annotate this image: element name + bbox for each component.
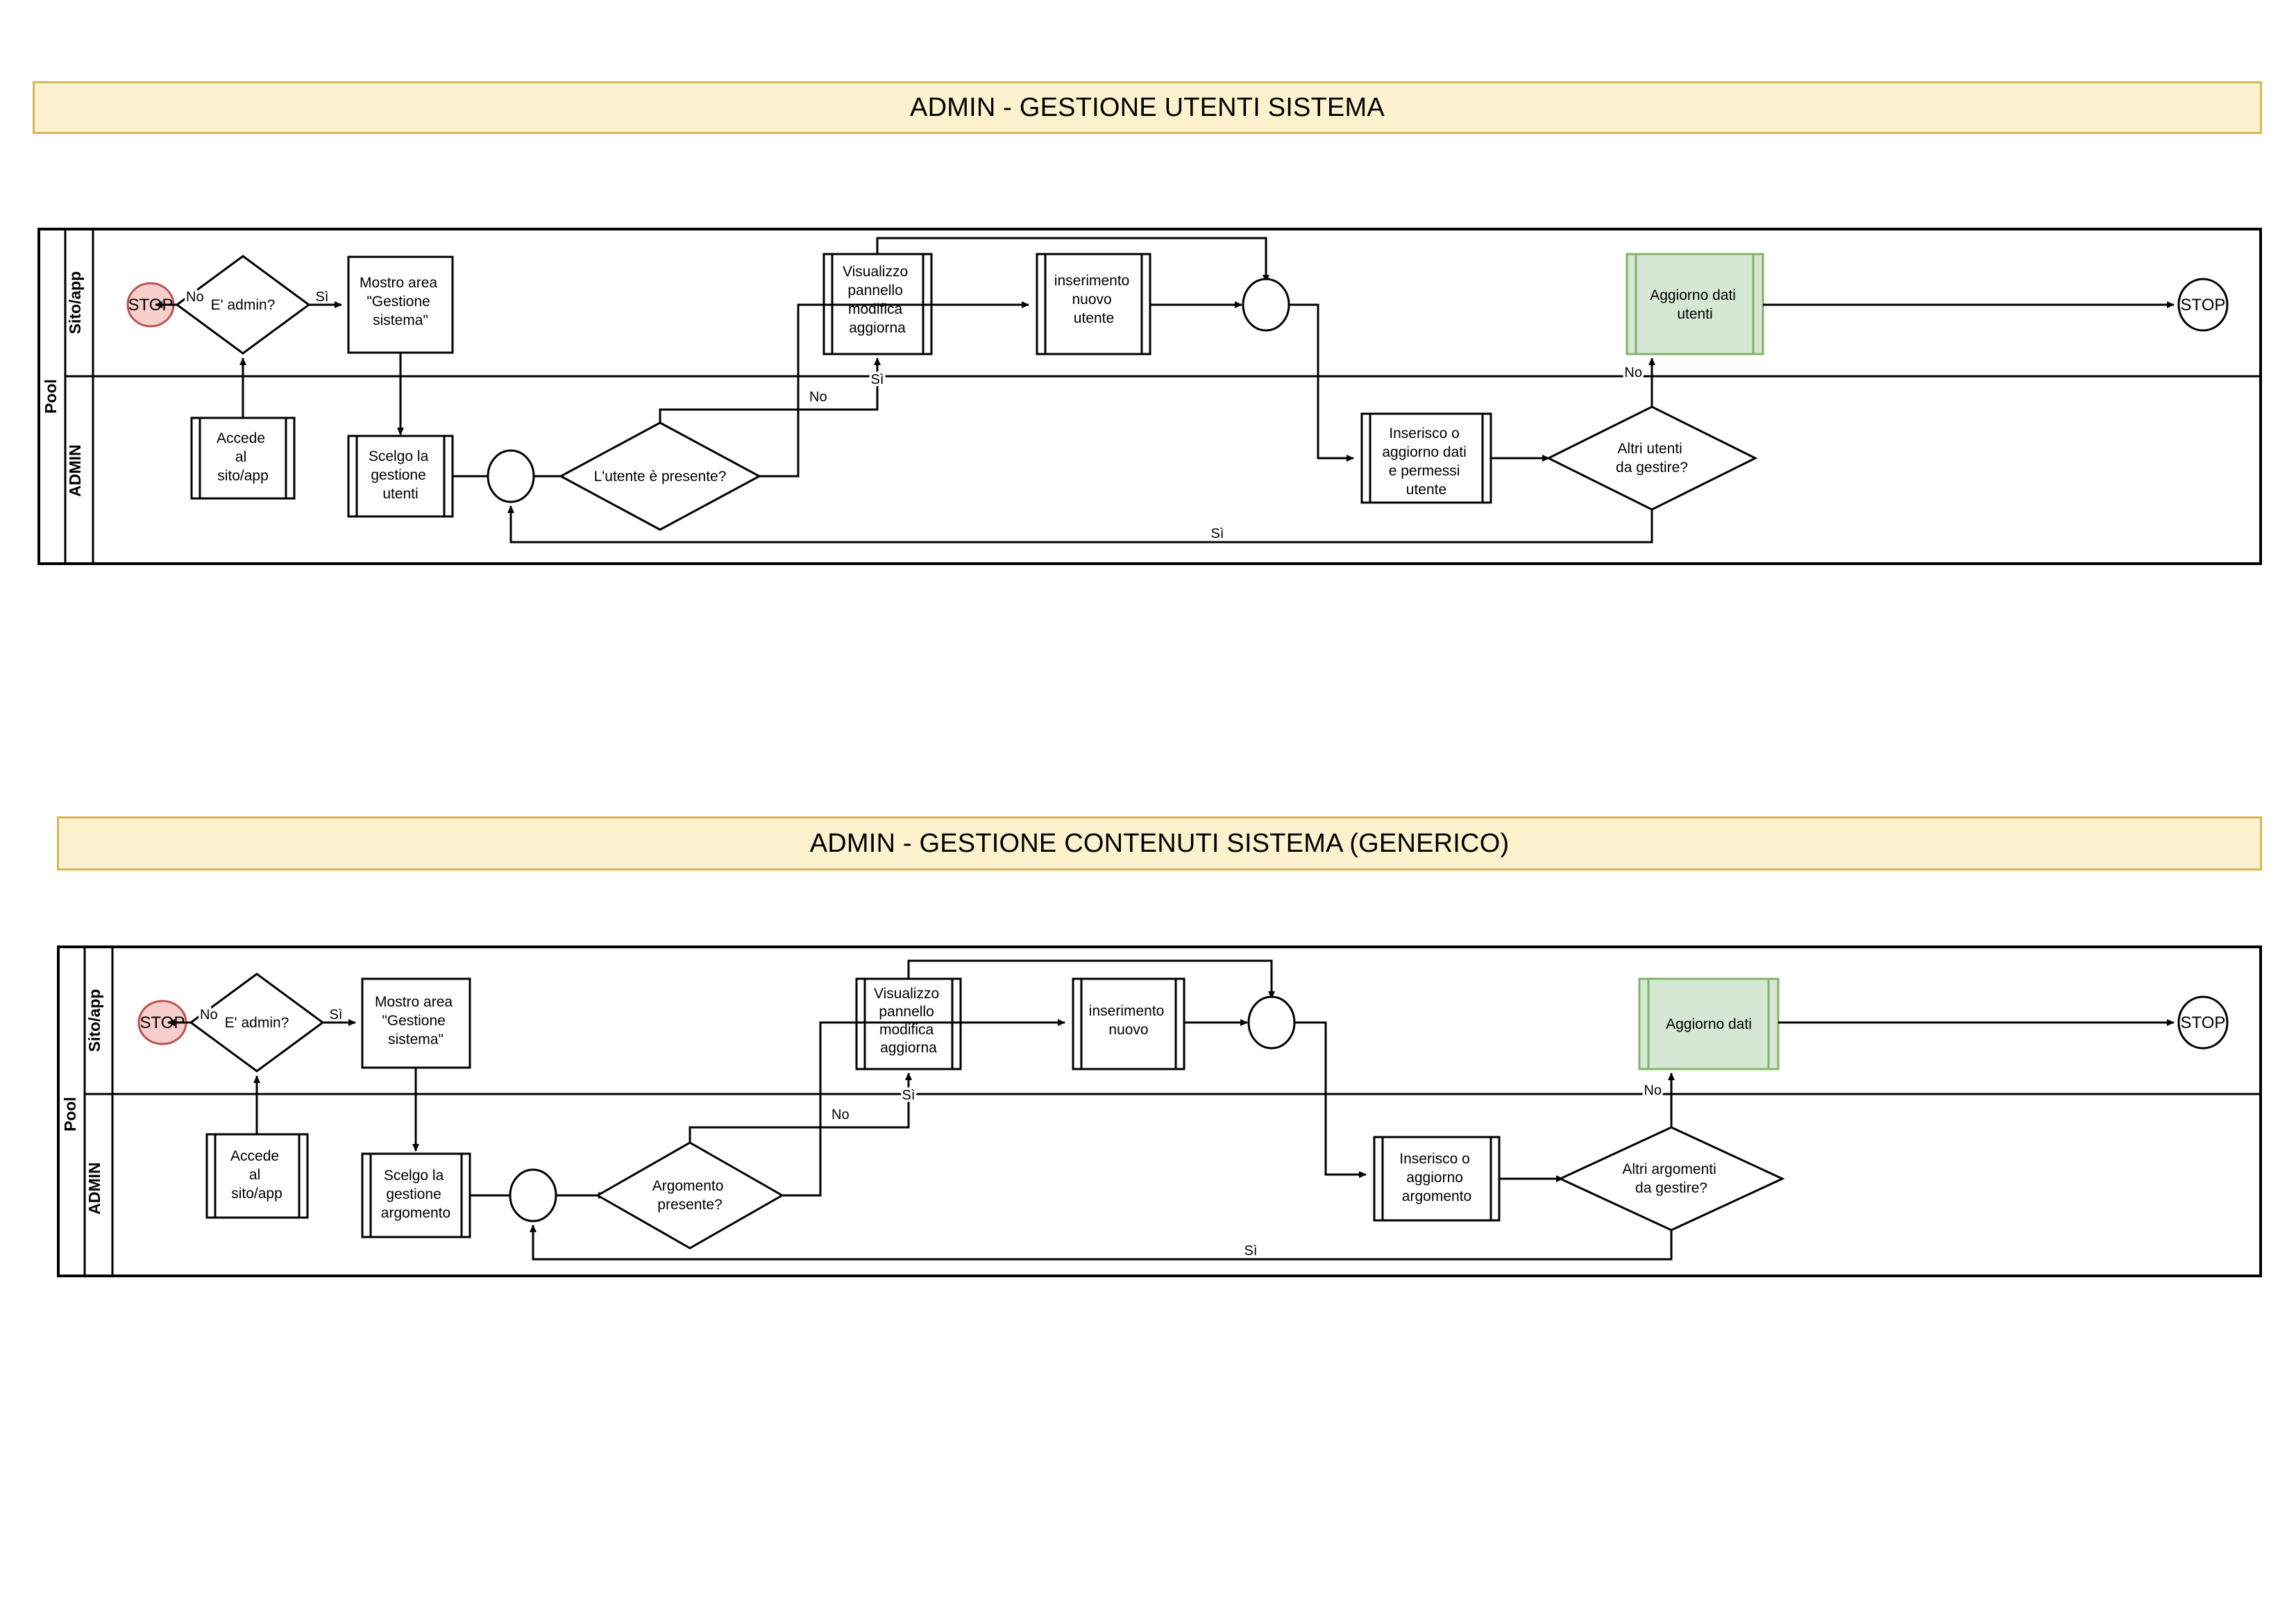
diagram-2-title-bar: ADMIN - GESTIONE CONTENUTI SISTEMA (GENE… [57, 816, 2262, 871]
pool-label-1: Pool [42, 379, 60, 414]
decision-is-admin-label-1: E' admin? [211, 297, 276, 313]
decision-is-admin-label-2: E' admin? [225, 1015, 289, 1031]
merge-circle-bottom-1 [487, 449, 535, 503]
edge-label-altri-no-1: No [1624, 365, 1642, 380]
merge-circle-bottom-2 [509, 1168, 557, 1222]
process-scelgo-label-2: Scelgo la gestione argomento [381, 1168, 450, 1221]
process-inserisco-2 [1373, 1136, 1501, 1222]
diagram-2-swimlane: Pool Sito/app ADMIN STOP E' admin? No Sì… [57, 945, 2262, 1277]
merge-circle-top-2 [1247, 995, 1296, 1050]
data-store-aggiorno-label-2: Aggiorno dati [1666, 1016, 1752, 1032]
process-scelgo-label-1: Scelgo la gestione utenti [369, 448, 432, 502]
lane-label-sito-app-1: Sito/app [66, 271, 84, 335]
diagram-1-title-bar: ADMIN - GESTIONE UTENTI SISTEMA [33, 81, 2262, 134]
pool-label-2: Pool [61, 1097, 79, 1132]
process-show-area-1 [347, 255, 454, 354]
process-inserisco-label-1: Inserisco o aggiorno dati e permessi ute… [1382, 426, 1470, 498]
process-visualizzo-label-2: Visualizzo pannello modifica aggiorna [874, 986, 943, 1056]
data-store-aggiorno-2 [1638, 977, 1780, 1070]
process-inserimento-label-1: inserimento nuovo utente [1054, 273, 1133, 326]
page-title-1: ADMIN - GESTIONE UTENTI SISTEMA [910, 92, 1385, 122]
edge-label-presente-si-1: Sì [871, 372, 884, 387]
process-scelgo-2 [361, 1152, 471, 1238]
decision-is-admin-2 [189, 973, 325, 1073]
process-inserisco-label-2: Inserisco o aggiorno argomento [1399, 1151, 1474, 1204]
edge-label-presente-si-2: Sì [902, 1088, 915, 1103]
process-accede-label-2: Accede al sito/app [230, 1148, 283, 1202]
lane-label-admin-1: ADMIN [66, 444, 84, 496]
process-scelgo-1 [347, 435, 454, 518]
diagram-1-swimlane: Pool Sito/app ADMIN STOP E' admin? No Sì… [37, 228, 2262, 565]
end-stop-label-2: STOP [2181, 1014, 2226, 1032]
decision-argomento-presente-2 [595, 1141, 785, 1250]
data-store-aggiorno-1 [1626, 253, 1764, 355]
decision-altri-argomenti-2 [1558, 1126, 1785, 1231]
decision-utente-presente-1 [558, 421, 762, 531]
process-show-area-2 [361, 977, 471, 1069]
end-stop-label-1: STOP [2181, 296, 2226, 314]
edge-label-presente-no-1: No [809, 389, 827, 405]
decision-is-admin-1 [175, 255, 311, 355]
merge-circle-top-1 [1242, 278, 1290, 332]
decision-altri-argomenti-label-2: Altri argomenti da gestire? [1622, 1161, 1720, 1196]
end-stop-circle-2 [2177, 995, 2229, 1050]
edge-label-admin-si-1: Sì [316, 289, 329, 305]
lane-label-admin-2: ADMIN [85, 1162, 103, 1214]
process-accede-label-1: Accede al sito/app [217, 430, 269, 484]
lane-label-sito-app-2: Sito/app [85, 989, 103, 1052]
process-inserimento-label-2: inserimento nuovo [1089, 1003, 1168, 1038]
decision-utente-presente-label-1: L'utente è presente? [594, 469, 727, 485]
process-show-area-label-1: Mostro area "Gestione sistema" [360, 275, 441, 328]
process-show-area-label-2: Mostro area "Gestione sistema" [375, 994, 457, 1048]
edge-label-admin-si-2: Sì [330, 1007, 343, 1023]
decision-altri-utenti-label-1: Altri utenti da gestire? [1616, 441, 1688, 476]
end-stop-circle-1 [2177, 278, 2229, 332]
edge-label-altri-si-2: Sì [1244, 1243, 1258, 1259]
page-title-2: ADMIN - GESTIONE CONTENUTI SISTEMA (GENE… [809, 828, 1510, 858]
edge-label-altri-no-2: No [1644, 1083, 1662, 1098]
decision-argomento-presente-label-2: Argomento presente? [652, 1178, 728, 1213]
data-store-aggiorno-label-1: Aggiorno dati utenti [1650, 287, 1740, 322]
process-visualizzo-2 [855, 977, 962, 1070]
process-accede-1 [190, 417, 296, 500]
process-inserisco-1 [1360, 412, 1492, 504]
process-accede-2 [205, 1133, 309, 1219]
decision-altri-utenti-1 [1546, 405, 1758, 511]
edge-label-presente-no-2: No [832, 1107, 850, 1122]
process-inserimento-2 [1072, 977, 1185, 1070]
edge-label-altri-si-1: Sì [1211, 526, 1224, 541]
edge-label-admin-no-2: No [200, 1007, 218, 1023]
edge-label-admin-no-1: No [186, 289, 204, 305]
